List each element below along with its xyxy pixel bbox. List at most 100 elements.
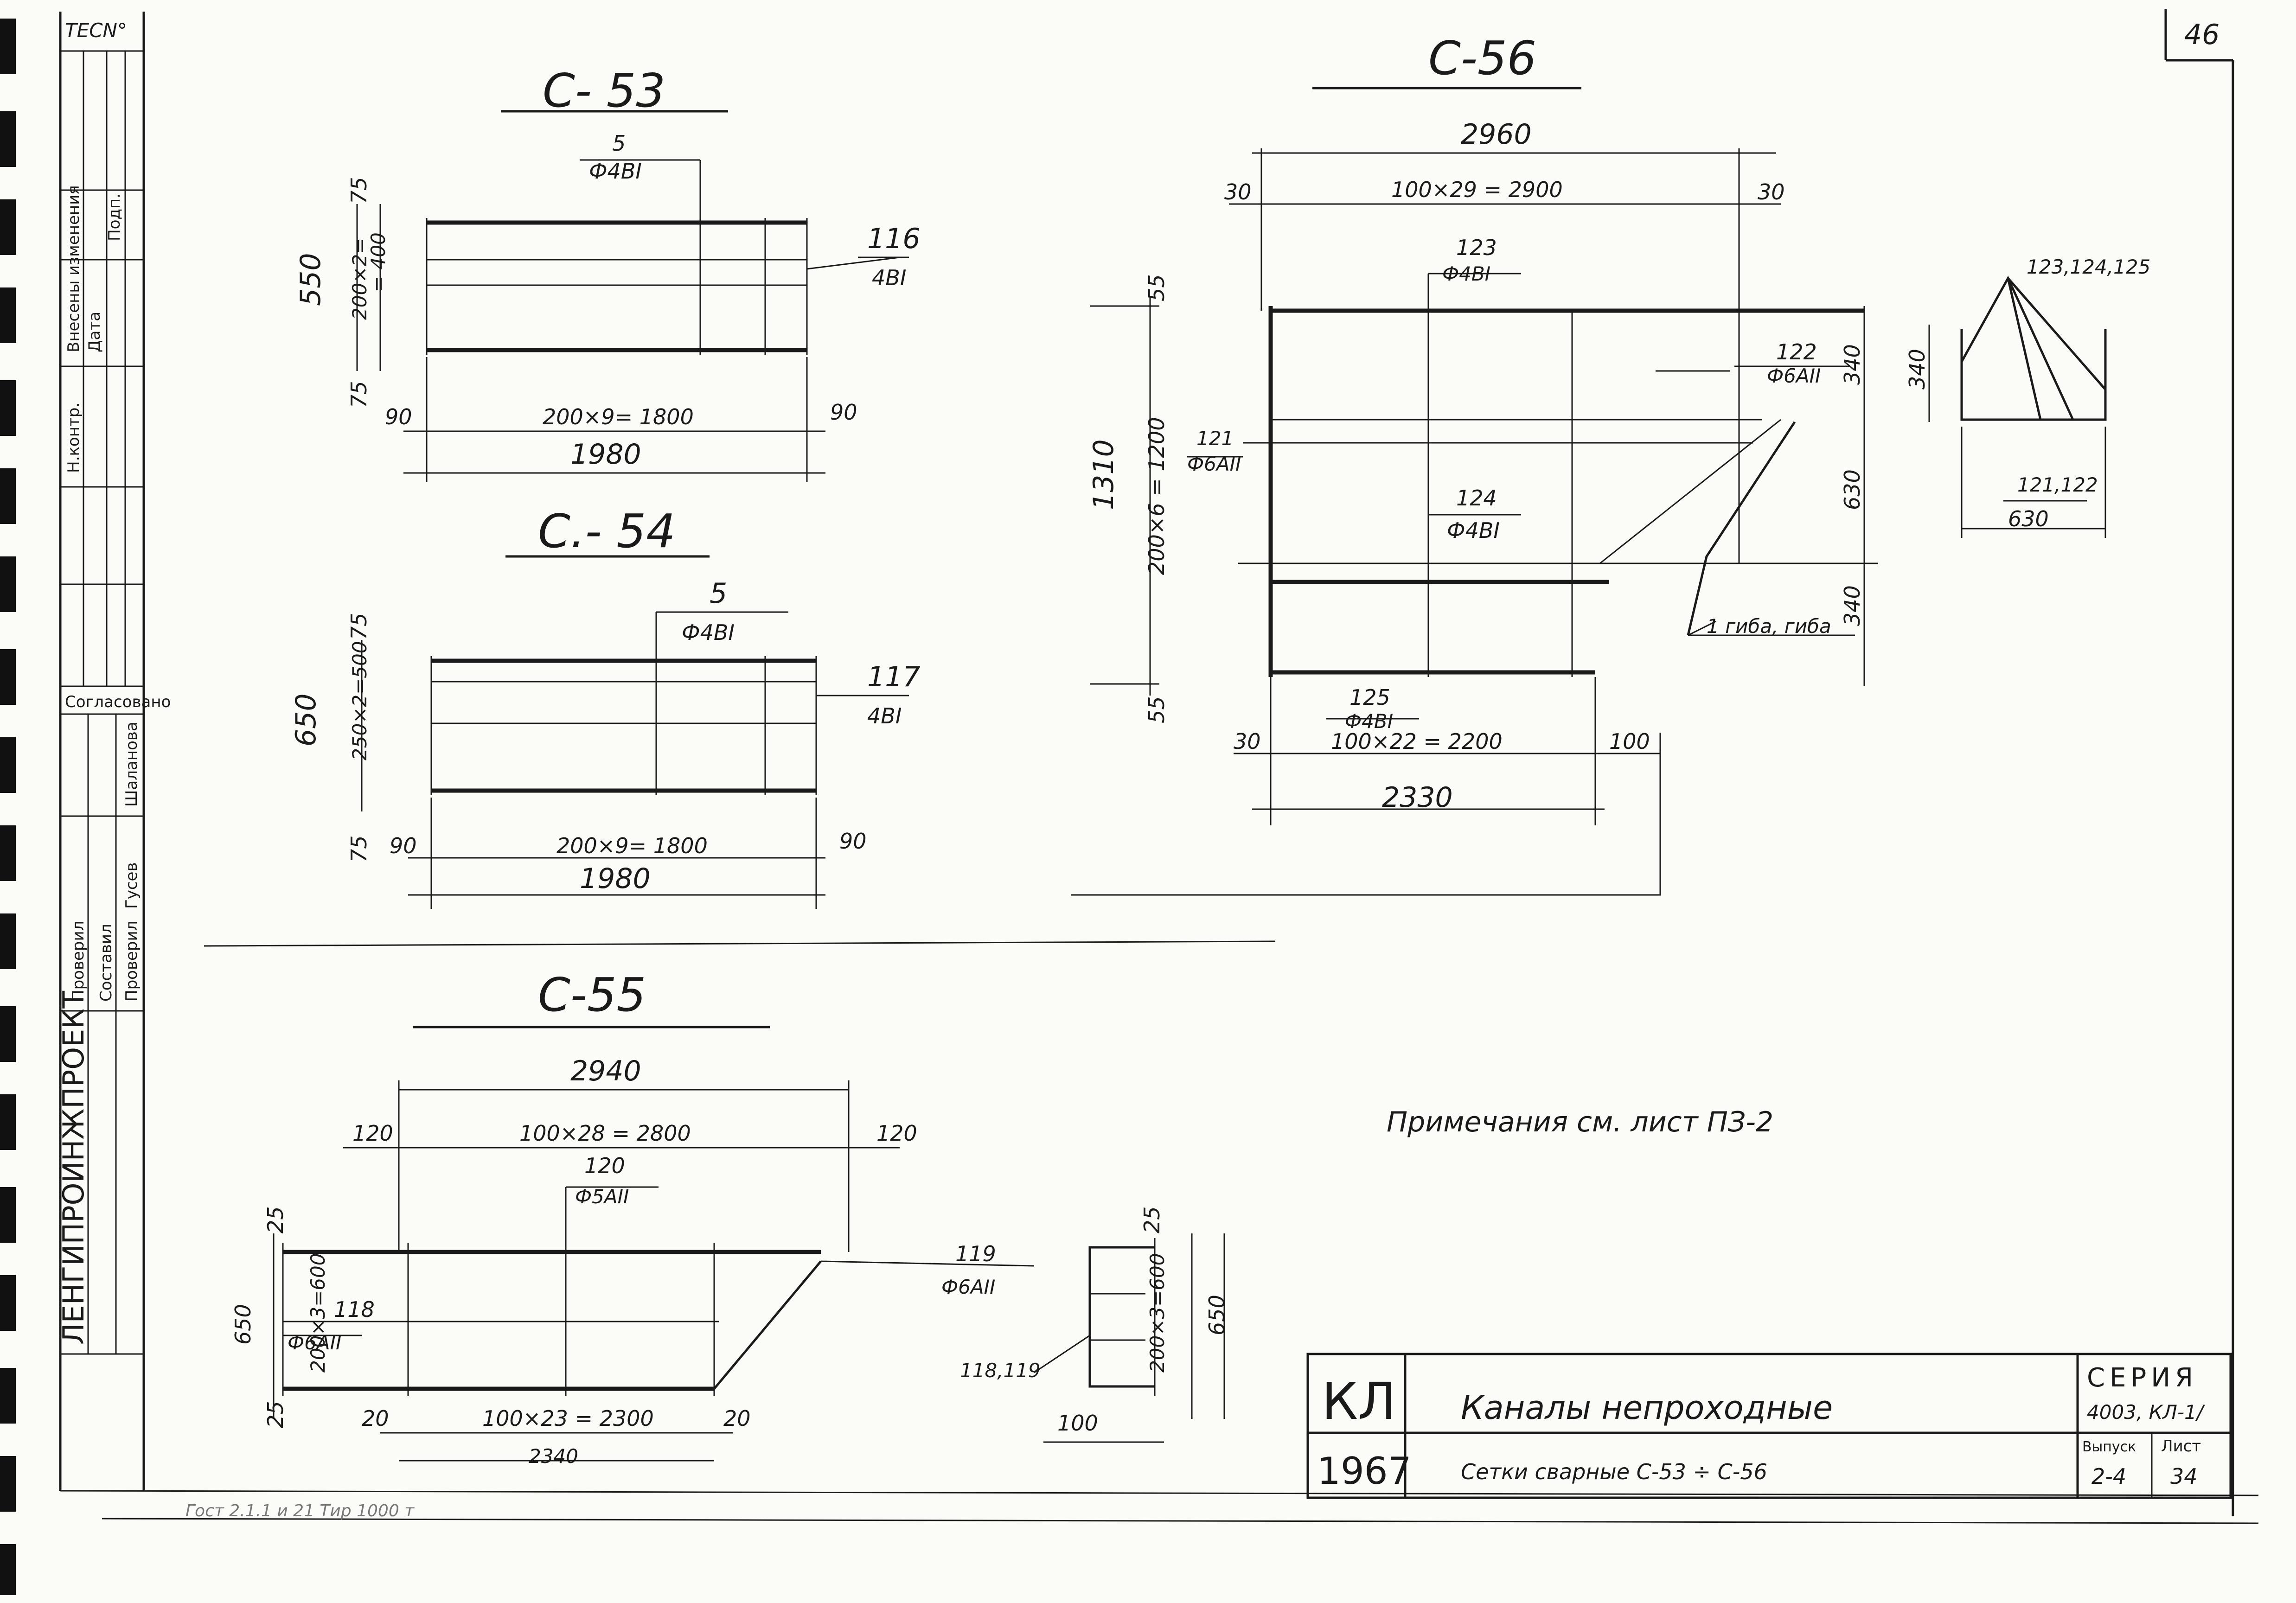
c54-side-pos: 117 (867, 661, 921, 693)
c56-title: С-56 (1428, 31, 1536, 85)
c56-r-mid: 630 (1840, 469, 1865, 510)
c54-h-edge1: 75 (346, 613, 371, 640)
c53-w-total: 1980 (570, 438, 641, 471)
c56-w-edge2: 30 (1758, 179, 1785, 204)
c56-r-top: 340 (1840, 344, 1865, 385)
c54-top-pos: 5 (710, 577, 727, 610)
c56-sec-w: 630 (2008, 506, 2049, 531)
c56-pos121: 121 (1196, 427, 1234, 450)
tb-code: КЛ (1322, 1372, 1396, 1431)
c55-h-edge: 25 (263, 1206, 288, 1233)
sign-2: Гусев (122, 862, 141, 909)
c56-h-edge2: 55 (1144, 696, 1169, 723)
c53-w-edge1: 90 (385, 404, 412, 429)
tb-year: 1967 (1317, 1450, 1412, 1493)
c55-left-pos: 118 (334, 1297, 375, 1322)
c56-b-edge1: 30 (1234, 729, 1261, 754)
c53-h-edge1: 75 (346, 177, 371, 204)
c56-pos123: 123 (1456, 235, 1497, 260)
c54-w-edge1: 90 (390, 833, 417, 858)
c55-side-pos: 119 (955, 1241, 996, 1266)
c56-sec-label-top: 123,124,125 (2027, 255, 2150, 278)
row-checked: Проверил (122, 921, 141, 1002)
c55-sec-w: 100 (1057, 1411, 1098, 1436)
c56-h-mid: 200×6 = 1200 (1144, 417, 1169, 575)
c56-sec-label-bot: 121,122 (2017, 473, 2098, 496)
c55-b-edge2: 20 (723, 1406, 751, 1431)
row-changes: Внесены изменения (64, 185, 83, 352)
page-number: 46 (2184, 19, 2219, 51)
c56-pos125: 125 (1349, 685, 1390, 710)
c56-bar121: Ф6АII (1187, 453, 1241, 475)
c56-bar123: Ф4ВI (1442, 262, 1490, 285)
c56-sec-h: 340 (1905, 349, 1930, 390)
c53-w-mid: 200×9= 1800 (543, 404, 694, 429)
c56-bar125: Ф4ВI (1345, 710, 1393, 733)
c55-top-pos: 120 (584, 1153, 625, 1178)
c55-h-edge2: 25 (263, 1401, 288, 1428)
left-stamp-strip: ТЕСN° Согласовано ЛЕНГИПРОИНЖПРОЕКТ Внес… (57, 12, 171, 1491)
c53-top-pos: 5 (612, 131, 626, 156)
tb-title: Каналы непроходные (1461, 1389, 1833, 1427)
c55-h-mid: 200×3=600 (307, 1253, 329, 1373)
c56-pos122: 122 (1776, 339, 1817, 364)
c56-b-mid: 100×22 = 2200 (1331, 729, 1503, 754)
net-c53: С- 53 5 Ф4ВI 116 4ВI 550 75 200×2= = 400… (294, 64, 921, 482)
c53-side-pos: 116 (867, 223, 921, 255)
c53-top-bar: Ф4ВI (589, 159, 642, 184)
c56-h-total: 1310 (1087, 439, 1120, 510)
c53-h-mid2: = 400 (367, 232, 390, 292)
binding-marks (0, 19, 16, 1595)
c53-h-edge2: 75 (346, 381, 371, 408)
c55-w-mid: 100×28 = 2800 (519, 1121, 691, 1146)
c55-top-bar: Ф5АII (575, 1185, 629, 1208)
c56-h-edge: 55 (1144, 274, 1169, 301)
c56-pos124: 124 (1456, 485, 1497, 511)
title-block: КЛ 1967 Каналы непроходные Сетки сварные… (1306, 1353, 2232, 1499)
c55-b-mid: 100×23 = 2300 (482, 1406, 654, 1431)
c53-h-total: 550 (294, 253, 327, 306)
row-ncontr: Н.контр. (64, 402, 83, 473)
c55-w-edge1: 120 (352, 1121, 393, 1146)
net-c55: С-55 2940 120 100×28 = 2800 120 120 Ф5АI… (230, 968, 1229, 1468)
tb-subtitle: Сетки сварные С-53 ÷ С-56 (1461, 1459, 1767, 1484)
c56-b-total: 2330 (1382, 781, 1453, 814)
tb-sheet-label: Лист (2161, 1437, 2201, 1456)
tb-issue-value: 2-4 (2091, 1464, 2126, 1489)
c54-side-bar: 4ВI (867, 703, 902, 728)
c55-left-bar: Ф6АII (288, 1331, 341, 1354)
c55-w-total: 2940 (570, 1055, 641, 1087)
tb-issue-label: Выпуск (2082, 1439, 2136, 1455)
check-label: Проверил (69, 921, 88, 1002)
net-c56: С-56 2960 30 100×29 = 2900 30 123 Ф4ВI 1… (1071, 31, 2150, 896)
c55-title: С-55 (538, 968, 646, 1022)
c56-b-edge2: 100 (1609, 729, 1650, 754)
row-date: Дата (85, 312, 104, 352)
tb-sheet-value: 34 (2170, 1464, 2198, 1489)
c54-w-total: 1980 (580, 862, 651, 895)
org-name: ЛЕНГИПРОИНЖПРОЕКТ (57, 990, 90, 1345)
c55-sec-edge: 25 (1139, 1206, 1164, 1233)
c54-h-mid: 250×2=500 (348, 641, 371, 760)
corner-label: ТЕСN° (65, 19, 127, 42)
net-c54: С.- 54 5 Ф4ВI 117 4ВI 650 75 250×2=500 7… (290, 504, 921, 909)
c55-b-edge1: 20 (362, 1406, 389, 1431)
c56-w-edge1: 30 (1224, 179, 1252, 204)
tb-series-value: 4003, КЛ-1/ (2087, 1401, 2205, 1424)
c55-sec-hmid: 200×3=600 (1146, 1253, 1169, 1373)
c54-w-mid: 200×9= 1800 (556, 833, 708, 858)
c56-bend-label: 1 гиба, гиба (1707, 615, 1831, 638)
c56-bar124: Ф4ВI (1447, 518, 1500, 543)
c55-sec-label: 118,119 (960, 1359, 1041, 1382)
c53-title: С- 53 (543, 64, 665, 118)
c54-w-edge2: 90 (839, 829, 867, 854)
tb-series-label: СЕРИЯ (2087, 1363, 2198, 1393)
c53-h-mid: 200×2= (348, 238, 371, 320)
c55-sec-htotal: 650 (1204, 1295, 1229, 1335)
row-sign: Подп. (105, 193, 124, 241)
c55-side-bar: Ф6АII (941, 1276, 995, 1298)
c53-w-edge2: 90 (830, 400, 857, 425)
c54-title: С.- 54 (538, 504, 676, 558)
